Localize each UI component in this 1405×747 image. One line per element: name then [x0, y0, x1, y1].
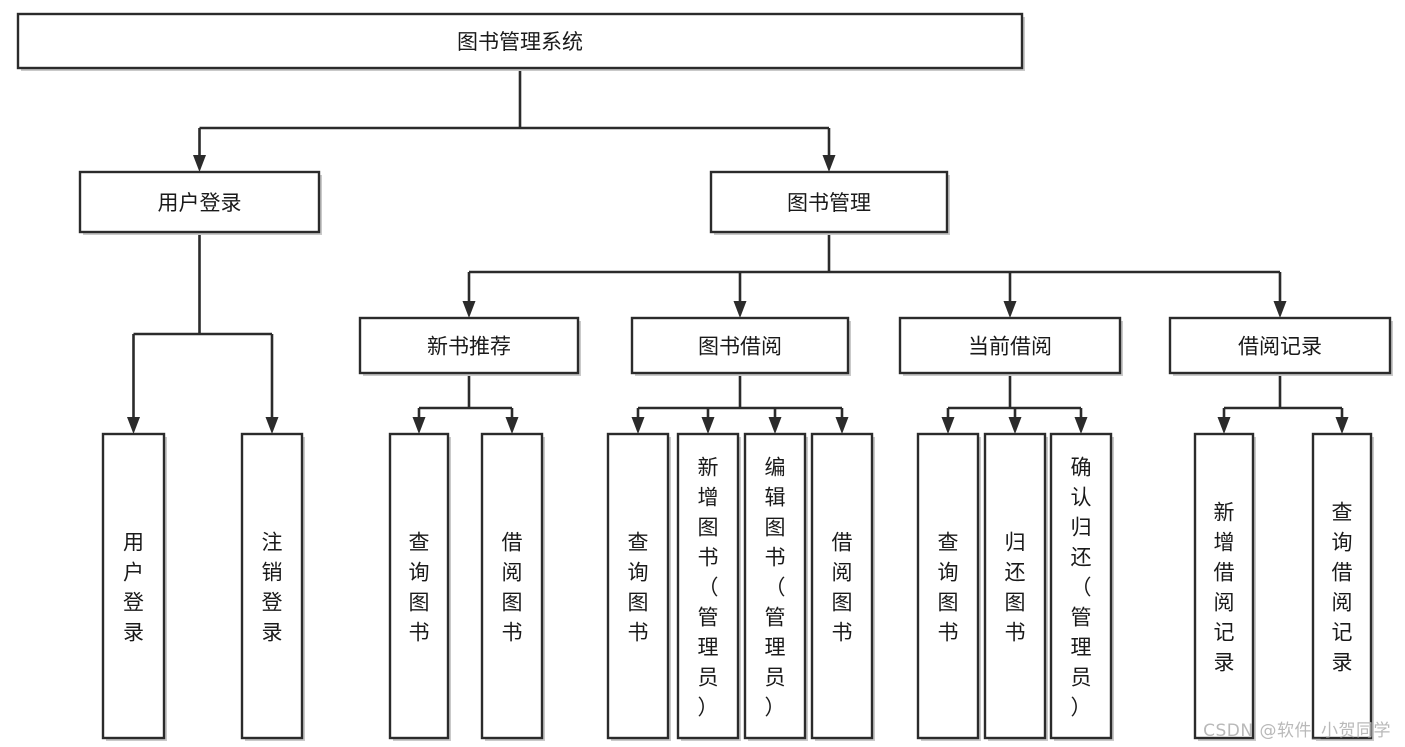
node-label-leaf-cur-query: 查询图书: [938, 530, 959, 644]
node-box-root[interactable]: [16, 12, 1024, 70]
node-box-book-manage[interactable]: [709, 170, 949, 234]
node-label-leaf-user-login: 用户登录: [123, 530, 144, 644]
node-box-leaf-borrow-edit[interactable]: [743, 432, 807, 740]
edge-group-borrow-record: [1217, 373, 1349, 434]
node-leaf-user-login[interactable]: 用户登录: [101, 432, 167, 741]
node-label-leaf-cur-return: 归还图书: [1005, 530, 1026, 644]
arrow-head-leaf-cur-query: [941, 417, 955, 434]
node-box-leaf-rec-borrow[interactable]: [480, 432, 544, 740]
arrow-head-leaf-borrow-lend: [835, 417, 849, 434]
node-label-leaf-rec-add: 新增借阅记录: [1214, 500, 1235, 674]
node-label-leaf-borrow-lend: 借阅图书: [832, 530, 853, 644]
arrow-head-leaf-cur-return: [1008, 417, 1022, 434]
node-label-current-borrow: 当前借阅: [968, 335, 1052, 359]
node-current-borrow[interactable]: 当前借阅: [898, 316, 1123, 376]
edge-group-new-book-rec: [412, 373, 519, 434]
node-label-user-login: 用户登录: [158, 191, 242, 215]
arrow-head-leaf-user-login: [127, 417, 140, 434]
arrow-head-leaf-rec-query: [412, 417, 426, 434]
arrow-head-leaf-rec-borrow: [505, 417, 519, 434]
node-label-leaf-cur-confirm: 确认归还（管理员）: [1071, 455, 1092, 719]
arrow-head-leaf-borrow-add: [701, 417, 715, 434]
node-box-leaf-cur-query[interactable]: [916, 432, 980, 740]
node-label-leaf-logout: 注销登录: [262, 530, 283, 644]
arrow-head-book-manage: [822, 155, 836, 172]
node-label-leaf-rec-search: 查询借阅记录: [1332, 500, 1353, 674]
node-leaf-rec-query[interactable]: 查询图书: [388, 432, 451, 741]
node-leaf-rec-borrow[interactable]: 借阅图书: [480, 432, 545, 741]
node-user-login[interactable]: 用户登录: [78, 170, 322, 235]
edge-group-book-borrow: [631, 373, 849, 434]
node-box-leaf-borrow-query[interactable]: [606, 432, 670, 740]
node-leaf-cur-query[interactable]: 查询图书: [916, 432, 981, 741]
edge-group-user-login: [127, 232, 279, 434]
node-root[interactable]: 图书管理系统: [16, 12, 1025, 71]
edge-group-book-manage: [462, 232, 1287, 318]
node-label-leaf-rec-query: 查询图书: [409, 530, 430, 644]
node-borrow-record[interactable]: 借阅记录: [1168, 316, 1393, 376]
node-box-leaf-cur-return[interactable]: [983, 432, 1047, 740]
node-box-user-login[interactable]: [78, 170, 321, 234]
connector-layer: [127, 68, 1349, 434]
arrow-head-current-borrow: [1003, 301, 1017, 318]
arrow-head-leaf-borrow-query: [631, 417, 645, 434]
edge-group-current-borrow: [941, 373, 1088, 434]
node-book-borrow[interactable]: 图书借阅: [630, 316, 851, 376]
node-leaf-cur-confirm[interactable]: 确认归还（管理员）: [1049, 432, 1114, 741]
arrow-head-leaf-cur-confirm: [1074, 417, 1088, 434]
node-box-book-borrow[interactable]: [630, 316, 850, 375]
node-box-new-book-rec[interactable]: [358, 316, 580, 375]
node-leaf-borrow-add[interactable]: 新增图书（管理员）: [676, 432, 741, 741]
node-box-leaf-rec-add[interactable]: [1193, 432, 1255, 740]
node-leaf-logout[interactable]: 注销登录: [240, 432, 305, 741]
edge-group-root: [193, 68, 836, 172]
arrow-head-leaf-rec-search: [1335, 417, 1349, 434]
arrow-head-leaf-borrow-edit: [768, 417, 782, 434]
node-leaf-rec-add[interactable]: 新增借阅记录: [1193, 432, 1256, 741]
node-book-manage[interactable]: 图书管理: [709, 170, 950, 235]
node-box-leaf-logout[interactable]: [240, 432, 304, 740]
node-label-leaf-borrow-query: 查询图书: [628, 530, 649, 644]
node-box-borrow-record[interactable]: [1168, 316, 1392, 375]
node-leaf-cur-return[interactable]: 归还图书: [983, 432, 1048, 741]
node-label-leaf-rec-borrow: 借阅图书: [502, 530, 523, 644]
node-label-book-borrow: 图书借阅: [698, 335, 782, 359]
node-box-leaf-borrow-lend[interactable]: [810, 432, 874, 740]
node-layer: 图书管理系统用户登录图书管理新书推荐图书借阅当前借阅借阅记录用户登录注销登录查询…: [16, 12, 1393, 741]
arrow-head-book-borrow: [733, 301, 747, 318]
node-label-leaf-borrow-add: 新增图书（管理员）: [698, 455, 719, 719]
node-label-root: 图书管理系统: [457, 30, 583, 54]
node-leaf-rec-search[interactable]: 查询借阅记录: [1311, 432, 1374, 741]
node-leaf-borrow-lend[interactable]: 借阅图书: [810, 432, 875, 741]
node-box-current-borrow[interactable]: [898, 316, 1122, 375]
node-label-borrow-record: 借阅记录: [1238, 335, 1322, 359]
arrow-head-leaf-rec-add: [1217, 417, 1231, 434]
node-new-book-rec[interactable]: 新书推荐: [358, 316, 581, 376]
node-leaf-borrow-query[interactable]: 查询图书: [606, 432, 671, 741]
node-box-leaf-rec-query[interactable]: [388, 432, 450, 740]
node-leaf-borrow-edit[interactable]: 编辑图书（管理员）: [743, 432, 808, 741]
node-box-leaf-borrow-add[interactable]: [676, 432, 740, 740]
node-box-leaf-rec-search[interactable]: [1311, 432, 1373, 740]
node-label-new-book-rec: 新书推荐: [427, 335, 511, 359]
node-label-book-manage: 图书管理: [787, 191, 871, 215]
arrow-head-borrow-record: [1273, 301, 1287, 318]
node-box-leaf-cur-confirm[interactable]: [1049, 432, 1113, 740]
arrow-head-leaf-logout: [265, 417, 279, 434]
node-label-leaf-borrow-edit: 编辑图书（管理员）: [765, 455, 786, 719]
arrow-head-new-book-rec: [462, 301, 476, 318]
arrow-head-user-login: [193, 155, 206, 172]
node-box-leaf-user-login[interactable]: [101, 432, 166, 740]
